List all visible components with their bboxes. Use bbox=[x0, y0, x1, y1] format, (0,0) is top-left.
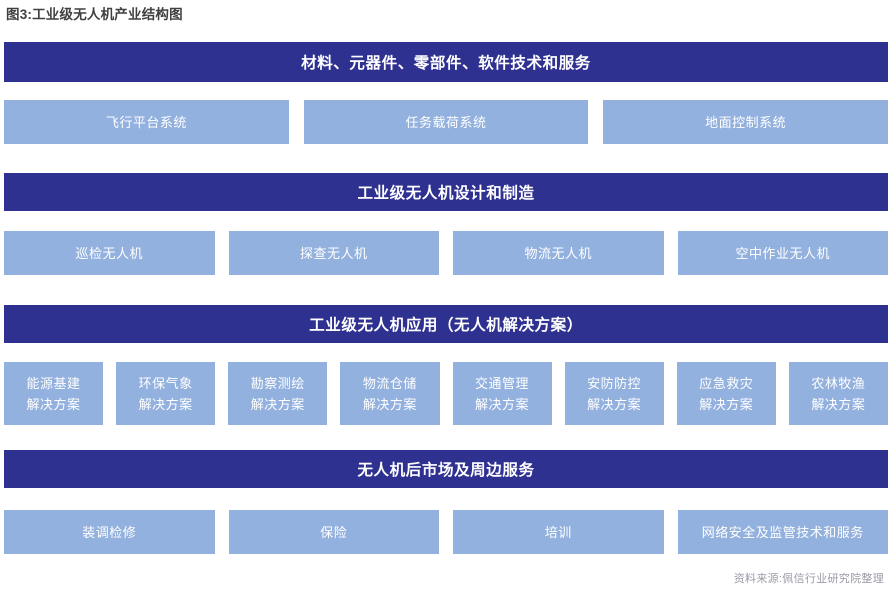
layer-group-4: 无人机后市场及周边服务 装调检修 保险 培训 网络安全及监管技术和服务 bbox=[4, 450, 888, 554]
layer-3-item-6[interactable]: 安防防控 解决方案 bbox=[564, 362, 664, 425]
layer-3-item-8-line-2: 解决方案 bbox=[811, 396, 866, 412]
layer-4-item-2-line-1: 保险 bbox=[320, 524, 348, 540]
layer-1-item-1-line-1: 飞行平台系统 bbox=[105, 114, 187, 130]
layer-3-item-5-line-2: 解决方案 bbox=[475, 396, 530, 412]
layer-1-item-3-line-1: 地面控制系统 bbox=[705, 114, 787, 130]
source-note: 资料来源:佩信行业研究院整理 bbox=[733, 573, 884, 585]
layer-4-item-1[interactable]: 装调检修 bbox=[4, 510, 215, 554]
layer-3-item-5[interactable]: 交通管理 解决方案 bbox=[452, 362, 552, 425]
layer-3-item-3[interactable]: 勘察测绘 解决方案 bbox=[228, 362, 328, 425]
page-title: 图3:工业级无人机产业结构图 bbox=[6, 7, 183, 22]
layer-3-item-2-line-2: 解决方案 bbox=[138, 396, 193, 412]
layer-group-1: 材料、元器件、零部件、软件技术和服务 飞行平台系统 任务载荷系统 地面控制系统 bbox=[4, 42, 889, 144]
layer-3-item-3-line-1: 勘察测绘 bbox=[250, 375, 305, 391]
layer-3-item-2-line-1: 环保气象 bbox=[138, 375, 193, 391]
layer-2-item-1-line-1: 巡检无人机 bbox=[75, 245, 143, 261]
spacer-3 bbox=[4, 425, 888, 450]
layer-4-item-1-line-1: 装调检修 bbox=[82, 524, 137, 540]
layer-2-item-1[interactable]: 巡检无人机 bbox=[4, 231, 215, 275]
layer-banner-1: 材料、元器件、零部件、软件技术和服务 bbox=[4, 42, 888, 82]
layer-2-item-3[interactable]: 物流无人机 bbox=[453, 231, 664, 275]
layer-3-item-4[interactable]: 物流仓储 解决方案 bbox=[340, 362, 440, 425]
layer-1-item-1[interactable]: 飞行平台系统 bbox=[4, 100, 289, 144]
layer-3-item-1-line-2: 解决方案 bbox=[26, 396, 81, 412]
layer-items-row-1: 飞行平台系统 任务载荷系统 地面控制系统 bbox=[4, 100, 889, 144]
layer-3-item-7-line-2: 解决方案 bbox=[699, 396, 754, 412]
spacer-2 bbox=[4, 275, 888, 305]
layer-3-item-2[interactable]: 环保气象 解决方案 bbox=[116, 362, 216, 425]
layer-1-item-2[interactable]: 任务载荷系统 bbox=[303, 100, 589, 144]
layer-items-row-4: 装调检修 保险 培训 网络安全及监管技术和服务 bbox=[4, 510, 888, 554]
layer-banner-2: 工业级无人机设计和制造 bbox=[4, 173, 888, 211]
layer-banner-3: 工业级无人机应用（无人机解决方案） bbox=[4, 305, 888, 343]
layer-3-item-6-line-2: 解决方案 bbox=[587, 396, 642, 412]
layer-1-item-2-line-1: 任务载荷系统 bbox=[405, 114, 487, 130]
layer-2-item-4[interactable]: 空中作业无人机 bbox=[677, 231, 888, 275]
layer-banner-4: 无人机后市场及周边服务 bbox=[4, 450, 888, 488]
layer-group-3: 工业级无人机应用（无人机解决方案） 能源基建 解决方案 环保气象 解决方案 勘察… bbox=[4, 305, 888, 425]
layer-3-item-8[interactable]: 农林牧渔 解决方案 bbox=[788, 362, 888, 425]
layer-3-item-1[interactable]: 能源基建 解决方案 bbox=[4, 362, 104, 425]
layer-3-item-1-line-1: 能源基建 bbox=[26, 375, 81, 391]
layer-2-item-3-line-1: 物流无人机 bbox=[524, 245, 592, 261]
layer-2-item-2[interactable]: 探查无人机 bbox=[228, 231, 439, 275]
layer-1-item-3[interactable]: 地面控制系统 bbox=[603, 100, 889, 144]
layer-3-item-5-line-1: 交通管理 bbox=[475, 375, 530, 391]
layer-4-item-4[interactable]: 网络安全及监管技术和服务 bbox=[677, 510, 888, 554]
layer-3-item-7-line-1: 应急救灾 bbox=[699, 375, 754, 391]
layer-group-2: 工业级无人机设计和制造 巡检无人机 探查无人机 物流无人机 空中作业无人机 bbox=[4, 173, 888, 275]
layer-3-item-8-line-1: 农林牧渔 bbox=[811, 375, 866, 391]
layer-items-row-3: 能源基建 解决方案 环保气象 解决方案 勘察测绘 解决方案 物流仓储 解决方案 … bbox=[4, 362, 888, 425]
layer-3-item-3-line-2: 解决方案 bbox=[250, 396, 305, 412]
layer-4-item-4-line-1: 网络安全及监管技术和服务 bbox=[701, 524, 864, 540]
layer-3-item-4-line-1: 物流仓储 bbox=[362, 375, 417, 391]
layer-4-item-3[interactable]: 培训 bbox=[453, 510, 664, 554]
layer-3-item-7[interactable]: 应急救灾 解决方案 bbox=[676, 362, 776, 425]
layer-4-item-2[interactable]: 保险 bbox=[228, 510, 439, 554]
layer-3-item-6-line-1: 安防防控 bbox=[587, 375, 642, 391]
layer-items-row-2: 巡检无人机 探查无人机 物流无人机 空中作业无人机 bbox=[4, 231, 888, 275]
layer-2-item-2-line-1: 探查无人机 bbox=[299, 245, 368, 261]
layer-3-item-4-line-2: 解决方案 bbox=[362, 396, 417, 412]
spacer-1 bbox=[4, 144, 888, 173]
layer-2-item-4-line-1: 空中作业无人机 bbox=[735, 245, 830, 261]
layer-4-item-3-line-1: 培训 bbox=[544, 524, 572, 540]
industry-structure-diagram: 材料、元器件、零部件、软件技术和服务 飞行平台系统 任务载荷系统 地面控制系统 … bbox=[4, 42, 889, 554]
